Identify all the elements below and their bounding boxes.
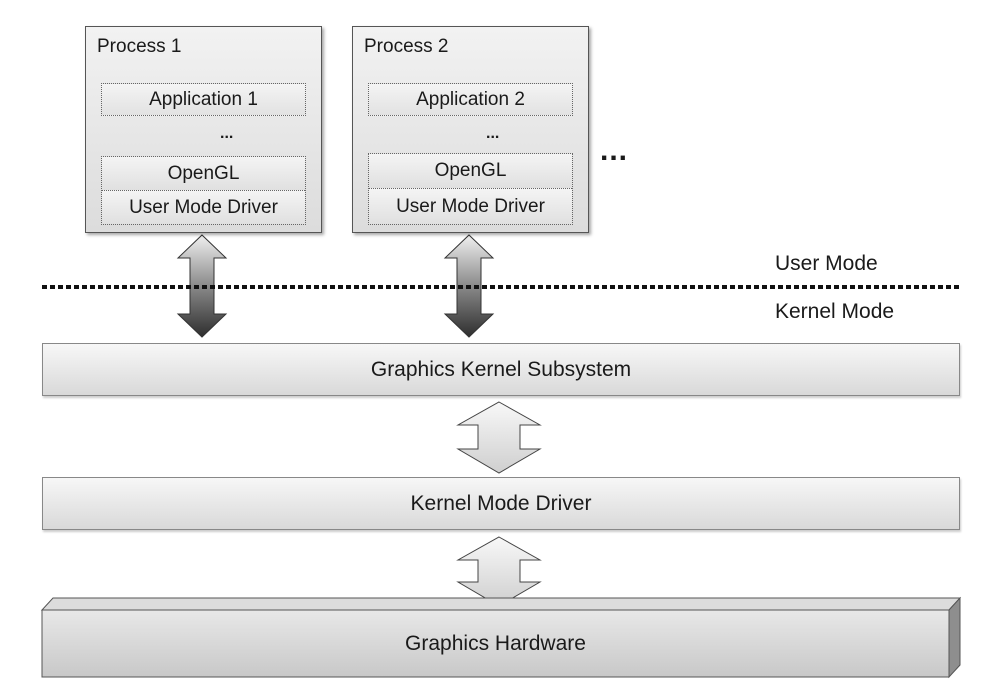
application-box: Application 2 — [368, 83, 573, 116]
kernel-mode-label: Kernel Mode — [775, 300, 895, 323]
more-arrows-ellipsis: ... — [220, 125, 234, 142]
kmd-hardware-arrow-icon — [456, 536, 542, 607]
more-arrows-ellipsis: ... — [486, 125, 500, 142]
graphics-kernel-subsystem-box: Graphics Kernel Subsystem — [42, 343, 960, 396]
process-title: Process 2 — [364, 36, 449, 57]
user-mode-driver-box: User Mode Driver — [369, 189, 572, 224]
user-mode-driver-box: User Mode Driver — [102, 191, 305, 224]
graphics-hardware-slab — [40, 596, 962, 679]
subsystem-kmd-arrow-icon — [456, 401, 542, 474]
process-title: Process 1 — [97, 36, 182, 57]
process-2-box: Process 2 Application 2 ... OpenGL User … — [352, 26, 589, 233]
process-1-box: Process 1 Application 1 ... OpenGL User … — [85, 26, 322, 233]
application-box: Application 1 — [101, 83, 306, 116]
kernel-mode-driver-box: Kernel Mode Driver — [42, 477, 960, 530]
driver-stack: OpenGL User Mode Driver — [101, 156, 306, 225]
user-mode-label: User Mode — [775, 252, 878, 275]
opengl-box: OpenGL — [102, 157, 305, 191]
more-processes-ellipsis: ... — [600, 134, 629, 167]
graphics-hardware-label: Graphics Hardware — [405, 631, 586, 655]
driver-stack: OpenGL User Mode Driver — [368, 153, 573, 225]
opengl-box: OpenGL — [369, 154, 572, 189]
